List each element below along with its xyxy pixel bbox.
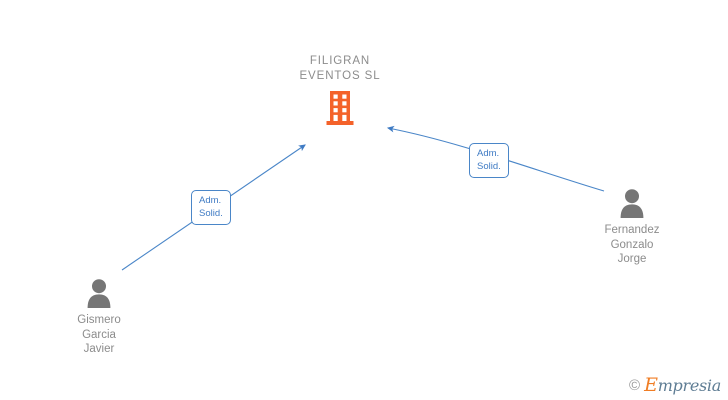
company-node[interactable]: FILIGRAN EVENTOS SL: [270, 54, 410, 125]
watermark: © Empresia: [629, 376, 721, 395]
person-node-gismero[interactable]: Gismero Garcia Javier: [39, 278, 159, 357]
brand-rest: mpresia: [657, 376, 722, 395]
person-name-fernandez: Fernandez Gonzalo Jorge: [604, 224, 660, 265]
person-node-fernandez[interactable]: Fernandez Gonzalo Jorge: [572, 188, 692, 267]
person-name-gismero: Gismero Garcia Javier: [77, 314, 121, 355]
brand-logo: Empresia: [644, 376, 721, 395]
relation-label-gismero[interactable]: Adm. Solid.: [191, 190, 231, 225]
building-icon: [326, 91, 354, 125]
person-icon: [620, 189, 644, 218]
relation-label-fernandez[interactable]: Adm. Solid.: [469, 143, 509, 178]
brand-initial: E: [644, 374, 658, 396]
copyright-icon: ©: [629, 377, 641, 394]
person-icon: [87, 279, 111, 308]
company-name: FILIGRAN EVENTOS SL: [299, 55, 381, 82]
